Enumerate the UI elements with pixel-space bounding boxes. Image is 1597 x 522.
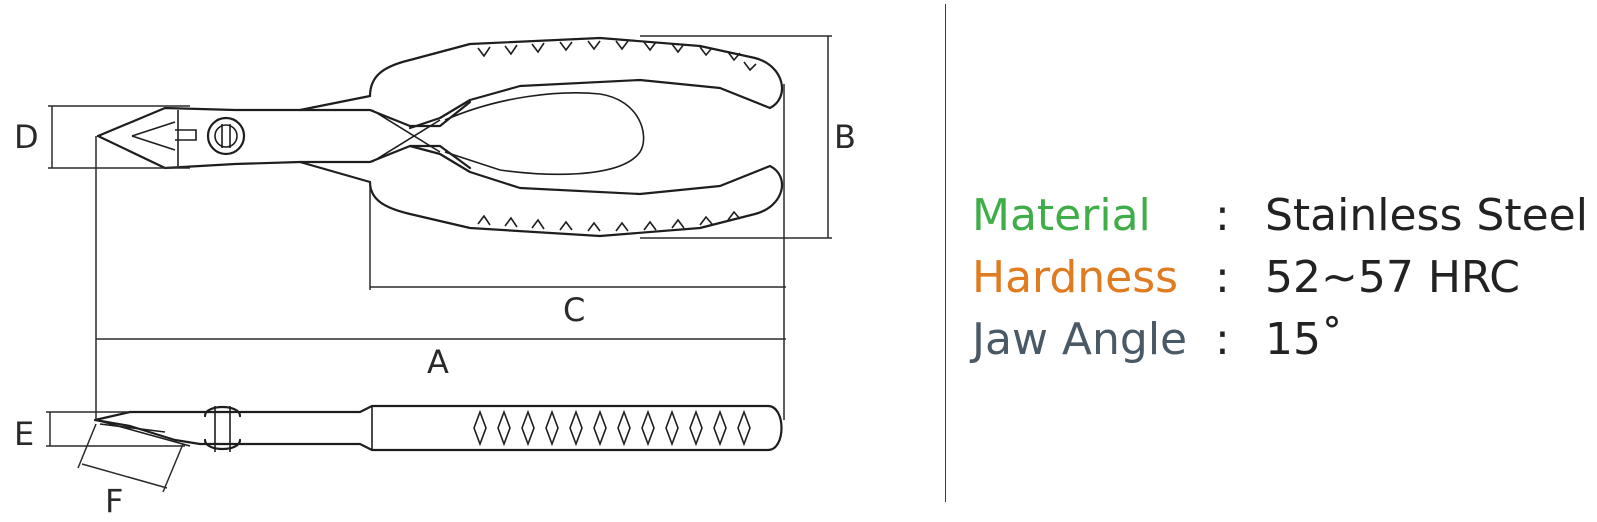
dimension-lines bbox=[46, 35, 832, 493]
spec-value-jaw-angle: 15˚ bbox=[1265, 314, 1343, 365]
pliers-top-view bbox=[96, 36, 784, 238]
spec-value-material: Stainless Steel bbox=[1265, 190, 1588, 241]
spec-key-material: Material bbox=[972, 190, 1151, 241]
dimension-label-f: F bbox=[105, 482, 123, 520]
spec-key-jaw-angle: Jaw Angle bbox=[972, 314, 1188, 365]
dimension-label-c: C bbox=[563, 291, 585, 329]
spec-key-hardness: Hardness bbox=[972, 252, 1179, 303]
spec-separator: : bbox=[1215, 190, 1230, 241]
dimension-label-b: B bbox=[834, 118, 856, 156]
dimension-label-a: A bbox=[427, 343, 449, 381]
dimension-label-e: E bbox=[14, 415, 34, 453]
spec-separator: : bbox=[1215, 314, 1230, 365]
dimension-label-d: D bbox=[14, 118, 39, 156]
spec-separator: : bbox=[1215, 252, 1230, 303]
spec-value-hardness: 52~57 HRC bbox=[1265, 252, 1521, 303]
dimension-labels: D B C A E F bbox=[14, 118, 856, 520]
vertical-divider bbox=[945, 4, 946, 502]
pliers-side-view bbox=[93, 404, 783, 452]
